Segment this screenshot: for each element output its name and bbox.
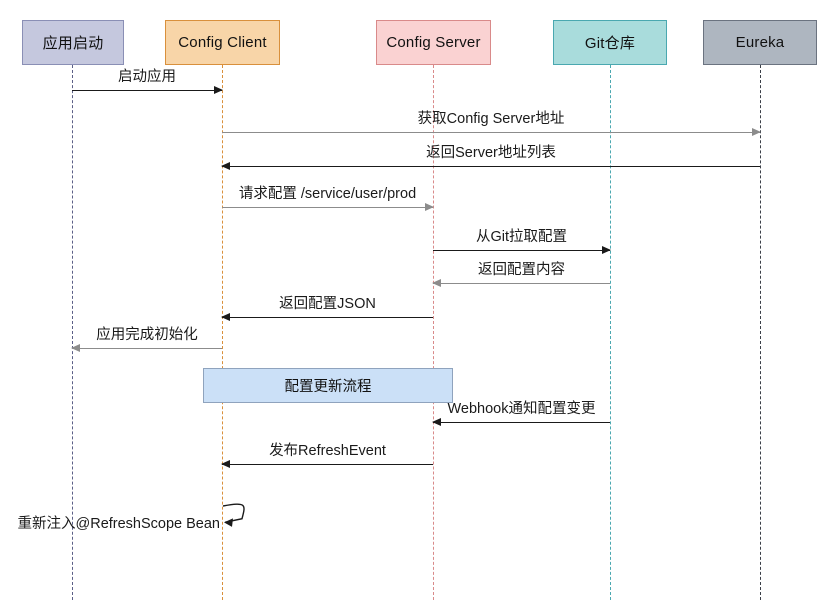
message-line [222,464,433,465]
message-line [222,166,760,167]
arrowhead-right-icon [214,85,223,94]
lifeline-app [72,65,73,600]
arrowhead-right-icon [425,202,434,211]
arrowhead-left-icon [221,459,230,468]
message-label: 返回配置JSON [279,296,376,312]
arrowhead-left-icon [221,312,230,321]
arrowhead-left-icon [432,278,441,287]
message-label: 发布RefreshEvent [269,443,386,459]
participant-label: Config Server [386,34,481,51]
participant-label: 应用启动 [42,35,104,52]
lifeline-config-server [433,65,434,600]
participant-eureka[interactable]: Eureka [703,20,817,65]
message-label: 从Git拉取配置 [475,229,568,245]
message-line [72,90,222,91]
message-label: 应用完成初始化 [96,327,198,343]
message-label: 返回Server地址列表 [426,145,556,161]
message-label: 启动应用 [118,69,176,85]
message-line [222,132,760,133]
arrowhead-left-icon [432,417,441,426]
note-label: 配置更新流程 [284,379,372,395]
participant-config-server[interactable]: Config Server [376,20,491,65]
message-line [72,348,222,349]
participant-config-client[interactable]: Config Client [165,20,280,65]
note-n1[interactable]: 配置更新流程 [203,368,453,403]
arrowhead-right-icon [602,245,611,254]
lifeline-config-client [222,65,223,600]
participant-label: Config Client [178,34,267,51]
participant-label: Eureka [735,34,785,51]
message-line [433,422,610,423]
arrowhead-right-icon [752,127,761,136]
message-label: Webhook通知配置变更 [447,401,596,417]
participant-app[interactable]: 应用启动 [22,20,124,65]
lifeline-eureka [760,65,761,600]
message-label: 返回配置内容 [478,262,565,278]
message-line [433,250,610,251]
message-line [222,317,433,318]
arrowhead-left-icon [221,161,230,170]
lifeline-git [610,65,611,600]
participant-git[interactable]: Git仓库 [553,20,667,65]
arrowhead-left-icon [71,343,80,352]
message-line [222,207,433,208]
message-line [433,283,610,284]
self-loop-arrow-icon [222,503,245,527]
self-message-label: 重新注入@RefreshScope Bean [17,516,221,532]
self-message-s1[interactable]: 重新注入@RefreshScope Bean [18,500,248,536]
message-label: 获取Config Server地址 [417,111,565,127]
message-label: 请求配置 /service/user/prod [238,186,417,202]
participant-label: Git仓库 [584,35,636,52]
